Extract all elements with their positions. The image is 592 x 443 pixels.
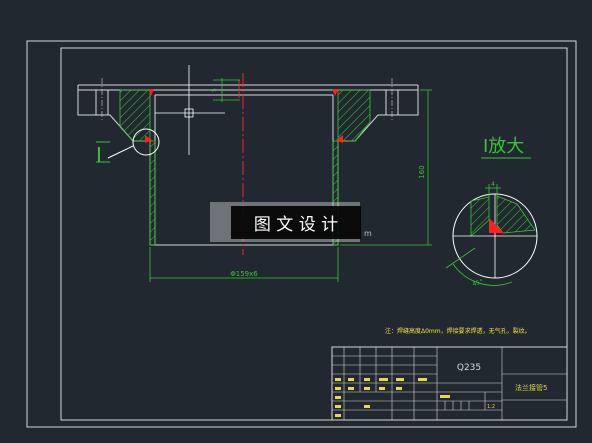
title-block: Q235 法兰接管5 1:2 xyxy=(331,346,568,421)
hatch-right-flange xyxy=(337,89,371,142)
dim-top-gap: 5 xyxy=(211,88,218,92)
weld-top-right xyxy=(332,89,338,96)
technical-note: 注：焊缝高度Δ0mm，焊接要求焊透，无气孔，裂纹。 xyxy=(385,327,531,335)
weld-bottom-left xyxy=(145,135,152,143)
dim-angle-arc xyxy=(452,263,513,286)
weld-top-left xyxy=(148,89,154,96)
part-name-label: 法兰接管5 xyxy=(515,383,547,392)
section-marker-label: I xyxy=(96,143,102,167)
hatch-left-wall xyxy=(149,140,156,246)
outer-frame xyxy=(26,40,577,428)
detail-title: I放大 xyxy=(483,136,524,157)
inner-frame xyxy=(60,47,568,421)
hatch-left-flange xyxy=(119,89,151,142)
cad-cursor xyxy=(155,65,225,155)
dim-detail-angle: 45° xyxy=(472,278,484,288)
detail-view: I放大 4 45° xyxy=(445,136,538,288)
watermark-suffix: m xyxy=(364,229,372,238)
watermark-text: 图 文 设 计 xyxy=(254,215,338,235)
detail-hatch-lower xyxy=(496,195,536,234)
detail-hatch-upper xyxy=(470,196,490,237)
dim-detail-small: 4 xyxy=(491,181,495,188)
watermark: 图 文 设 计 m xyxy=(210,202,372,242)
detail-weld xyxy=(489,218,504,233)
part-section-view: I 5 160 Φ159x6 xyxy=(77,65,432,282)
dim-bottom-width: Φ159x6 xyxy=(230,270,258,278)
scale-label: 1:2 xyxy=(487,404,495,410)
weld-bottom-right xyxy=(336,135,343,143)
material-label: Q235 xyxy=(457,363,481,373)
detail-circle xyxy=(132,128,160,156)
title-block-glyphs xyxy=(335,378,450,417)
dim-height: 160 xyxy=(418,165,426,178)
